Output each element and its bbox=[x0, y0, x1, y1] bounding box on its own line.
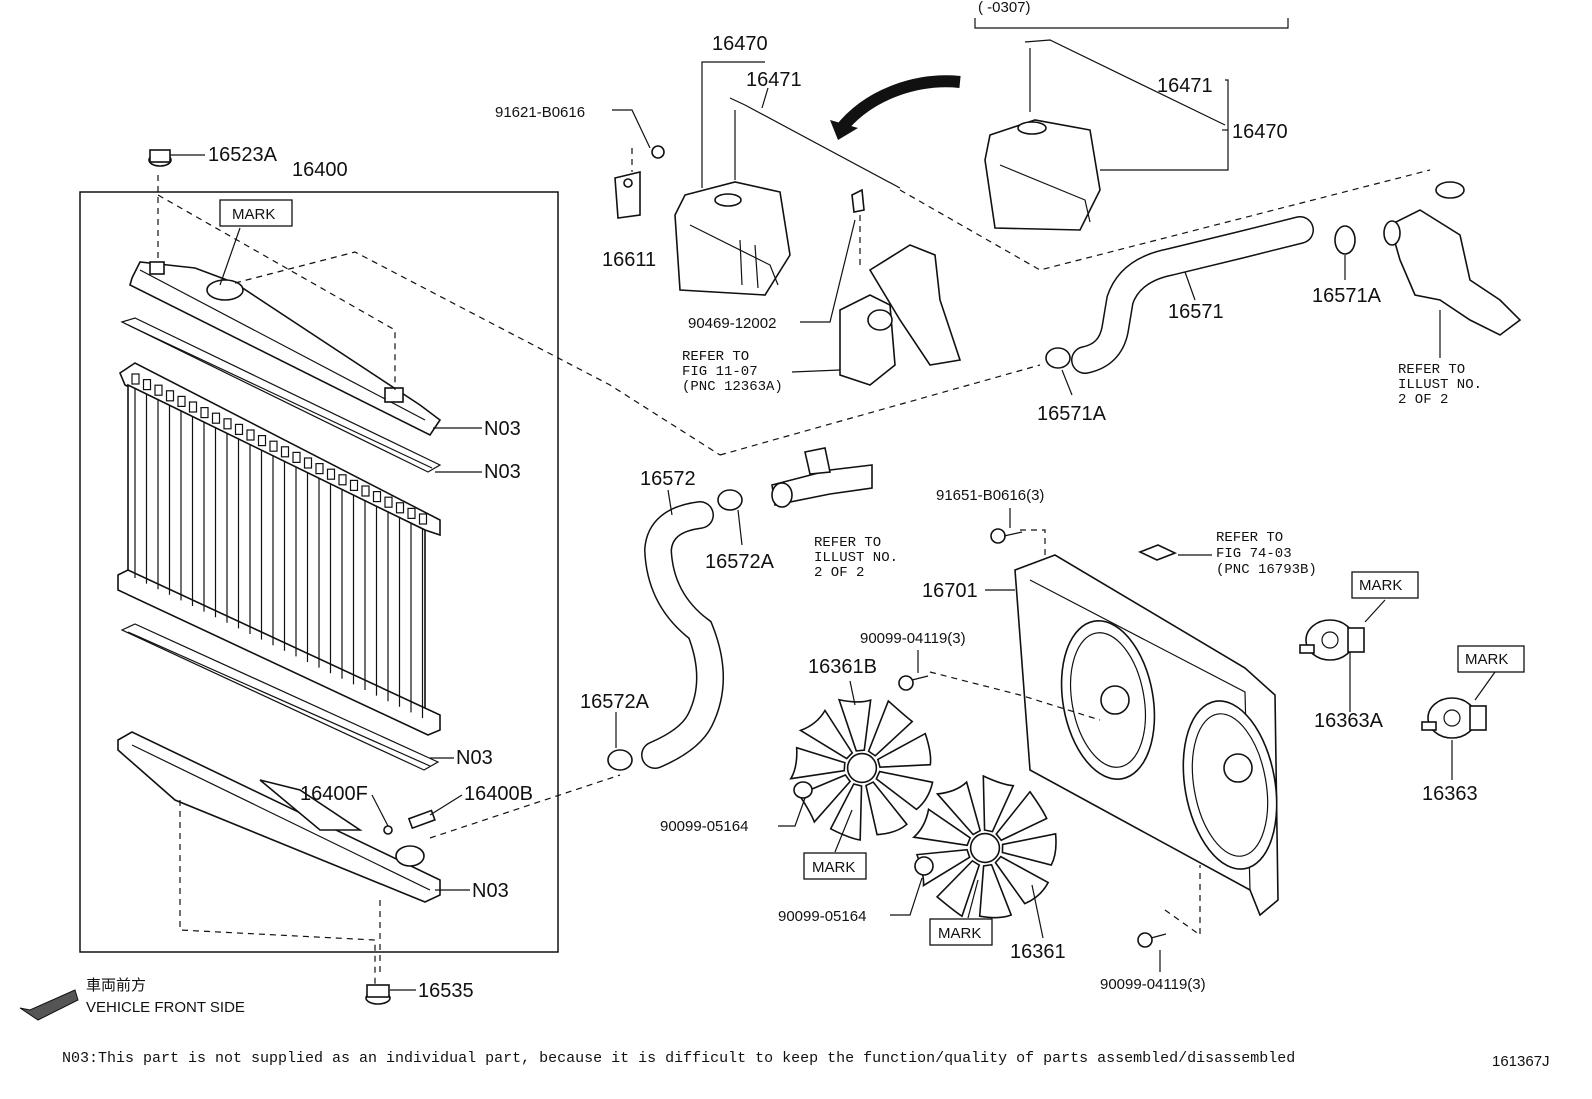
16535-cushion bbox=[365, 984, 391, 1005]
radiator-assembly-frame bbox=[79, 191, 559, 953]
label-16471-right: 16471 bbox=[1157, 75, 1213, 97]
refer-fig7403-line1: REFER TO bbox=[1216, 530, 1283, 546]
90099-04119-bolt-lower bbox=[1137, 932, 1167, 948]
16572A-clamp-lower bbox=[607, 749, 633, 771]
91651-bolt bbox=[990, 528, 1023, 544]
16571A-clamp-lower bbox=[1045, 347, 1071, 369]
refer-illust-b-line1: REFER TO bbox=[814, 535, 881, 551]
label-16571A-lower: 16571A bbox=[1037, 403, 1107, 425]
mark-label-motor-16363: MARK bbox=[1465, 651, 1508, 668]
fan-motor-16363 bbox=[1421, 697, 1487, 739]
label-16470-left: 16470 bbox=[712, 33, 768, 55]
refer-illust-b-line2: ILLUST NO. bbox=[814, 550, 898, 566]
90099-05164-nut-upper bbox=[793, 781, 813, 799]
radiator-core bbox=[117, 362, 441, 736]
reference-arrow bbox=[835, 75, 961, 134]
label-n03-4: N03 bbox=[472, 880, 509, 902]
91621-bolt bbox=[651, 145, 665, 159]
mark-label-fan-16361: MARK bbox=[938, 925, 981, 942]
label-90099-04119-lower: 90099-04119(3) bbox=[1100, 976, 1206, 993]
label-90099-04119-upper: 90099-04119(3) bbox=[860, 630, 966, 647]
water-inlet-pipe bbox=[771, 447, 873, 508]
label-91621: 91621-B0616 bbox=[495, 104, 585, 121]
label-16363A: 16363A bbox=[1314, 710, 1384, 732]
label-sticker bbox=[1137, 544, 1178, 561]
90099-04119-bolt-upper bbox=[898, 675, 929, 691]
figure-id: 161367J bbox=[1492, 1053, 1550, 1070]
mark-label-fan-16361B: MARK bbox=[812, 859, 855, 876]
mark-box-motor-16363 bbox=[1457, 645, 1525, 673]
fan-16361B bbox=[789, 698, 934, 841]
mark-box-radiator bbox=[219, 199, 293, 227]
refer-illust-a-line2: ILLUST NO. bbox=[1398, 377, 1482, 393]
16571A-clamp-upper bbox=[1334, 225, 1356, 255]
label-91651: 91651-B0616(3) bbox=[936, 487, 1044, 504]
label-90469: 90469-12002 bbox=[688, 315, 776, 332]
water-outlet bbox=[1383, 181, 1522, 336]
overflow-hose-right bbox=[1024, 39, 1226, 126]
label-16400B: 16400B bbox=[464, 783, 533, 805]
16523A-cushion bbox=[148, 149, 172, 167]
fan-shroud bbox=[1014, 554, 1279, 917]
refer-illust-b-line3: 2 OF 2 bbox=[814, 565, 864, 581]
reservoir-tank-right bbox=[984, 119, 1101, 231]
reservoir-tank-left bbox=[674, 181, 791, 296]
refer-illust-a-line1: REFER TO bbox=[1398, 362, 1465, 378]
label-16361B: 16361B bbox=[808, 656, 877, 678]
label-90099-05164-upper: 90099-05164 bbox=[660, 818, 748, 835]
label-16400F: 16400F bbox=[300, 783, 368, 805]
label-16571: 16571 bbox=[1168, 301, 1224, 323]
label-16361: 16361 bbox=[1010, 941, 1066, 963]
mark-label-radiator: MARK bbox=[232, 206, 275, 223]
label-16471-left: 16471 bbox=[746, 69, 802, 91]
label-16701: 16701 bbox=[922, 580, 978, 602]
mark-box-fan-16361B bbox=[803, 852, 867, 880]
overflow-hose-left bbox=[729, 97, 901, 189]
label-16470-right: 16470 bbox=[1232, 121, 1288, 143]
refer-fig7403-line2: FIG 74-03 bbox=[1216, 546, 1292, 562]
lower-gasket bbox=[120, 623, 440, 771]
label-16571A-upper: 16571A bbox=[1312, 285, 1382, 307]
mark-box-fan-16361 bbox=[929, 918, 993, 946]
refer-fig1107-line1: REFER TO bbox=[682, 349, 749, 365]
label-16400: 16400 bbox=[292, 159, 348, 181]
label-16363: 16363 bbox=[1422, 783, 1478, 805]
upper-gasket bbox=[120, 317, 442, 473]
refer-fig1107-line2: FIG 11-07 bbox=[682, 364, 758, 380]
90469-clip bbox=[851, 188, 865, 213]
label-16572A-lower: 16572A bbox=[580, 691, 650, 713]
90099-05164-nut-lower bbox=[914, 856, 934, 876]
label-90099-05164-lower: 90099-05164 bbox=[778, 908, 866, 925]
label-16535: 16535 bbox=[418, 980, 474, 1002]
label-16572A-upper: 16572A bbox=[705, 551, 775, 573]
footnote-n03: N03:This part is not supplied as an indi… bbox=[62, 1050, 1295, 1067]
label-16572: 16572 bbox=[640, 468, 696, 490]
radiator-lower-tank bbox=[117, 731, 441, 903]
label-n03-2: N03 bbox=[484, 461, 521, 483]
label-n03-1: N03 bbox=[484, 418, 521, 440]
fan-motor-16363A bbox=[1299, 619, 1365, 661]
mark-label-motor-16363A: MARK bbox=[1359, 577, 1402, 594]
refer-illust-a-line3: 2 OF 2 bbox=[1398, 392, 1448, 408]
engine-mount-bracket bbox=[839, 244, 962, 386]
refer-fig1107-line3: (PNC 12363A) bbox=[682, 379, 783, 395]
16572A-clamp-upper bbox=[717, 489, 743, 511]
range-bracket bbox=[974, 18, 1289, 29]
label-n03-3: N03 bbox=[456, 747, 493, 769]
refer-fig7403-line3: (PNC 16793B) bbox=[1216, 562, 1317, 578]
label-range: ( -0307) bbox=[978, 0, 1031, 16]
front-side-english: VEHICLE FRONT SIDE bbox=[86, 999, 245, 1016]
label-16523A: 16523A bbox=[208, 144, 278, 166]
mark-box-motor-16363A bbox=[1351, 571, 1419, 599]
16611-bracket bbox=[614, 170, 641, 219]
radiator-upper-tank bbox=[129, 261, 442, 437]
front-side-japanese: 車両前方 bbox=[86, 977, 146, 994]
16400B-drain-cock bbox=[383, 809, 436, 835]
vehicle-front-arrow bbox=[19, 989, 79, 1021]
label-16611: 16611 bbox=[602, 249, 656, 271]
